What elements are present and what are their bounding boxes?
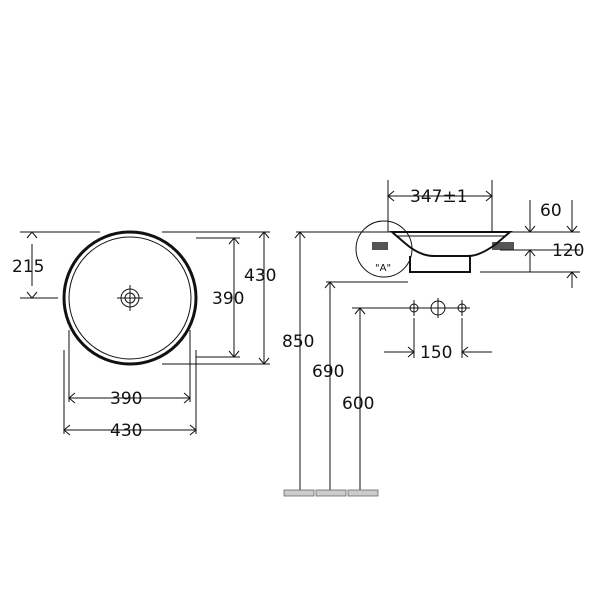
arrow-430h — [258, 231, 270, 365]
drain-hole — [117, 285, 143, 311]
floor-pad-2 — [315, 489, 347, 497]
basin-outer-rim — [62, 230, 198, 366]
arrow-850 — [294, 231, 306, 239]
dim-215-arrows — [26, 231, 38, 299]
arrow-690 — [324, 281, 336, 289]
top-view: 215 430 390 390 430 — [12, 230, 276, 441]
countertop-left — [372, 242, 388, 250]
arrow-430w — [63, 424, 197, 436]
arrow-390h — [228, 237, 240, 358]
dim-690-label: 690 — [312, 362, 344, 382]
dim-430-height-label: 430 — [244, 266, 276, 286]
detail-circle-a — [355, 220, 413, 278]
dim-850-label: 850 — [282, 332, 314, 352]
detail-a-label: "A" — [375, 263, 391, 274]
side-view: "A" 347±1 60 120 850 690 600 — [282, 180, 584, 497]
arrow-60 — [524, 225, 536, 257]
dim-600-label: 600 — [342, 394, 374, 414]
floor-pad-1 — [283, 489, 315, 497]
basin-profile — [389, 231, 513, 257]
faucet-holes — [406, 298, 470, 318]
arrow-600 — [354, 307, 366, 315]
countertop-right — [492, 242, 514, 250]
arrow-120 — [566, 225, 578, 279]
arrow-347 — [387, 190, 493, 202]
dim-120-label: 120 — [552, 241, 584, 261]
dim-390-width-label: 390 — [110, 389, 142, 409]
dim-215-label: 215 — [12, 257, 44, 277]
dim-347-label: 347±1 — [410, 187, 468, 207]
basin-inner-bowl — [68, 236, 192, 360]
dim-430-width-label: 430 — [110, 421, 142, 441]
basin-base — [409, 256, 471, 273]
arrow-150 — [407, 346, 469, 358]
dim-150-label: 150 — [420, 343, 452, 363]
arrowheads — [63, 190, 578, 436]
arrow-390w — [68, 392, 191, 404]
floor-pad-3 — [347, 489, 379, 497]
dim-60-label: 60 — [540, 201, 562, 221]
dim-390-height-label: 390 — [212, 289, 244, 309]
